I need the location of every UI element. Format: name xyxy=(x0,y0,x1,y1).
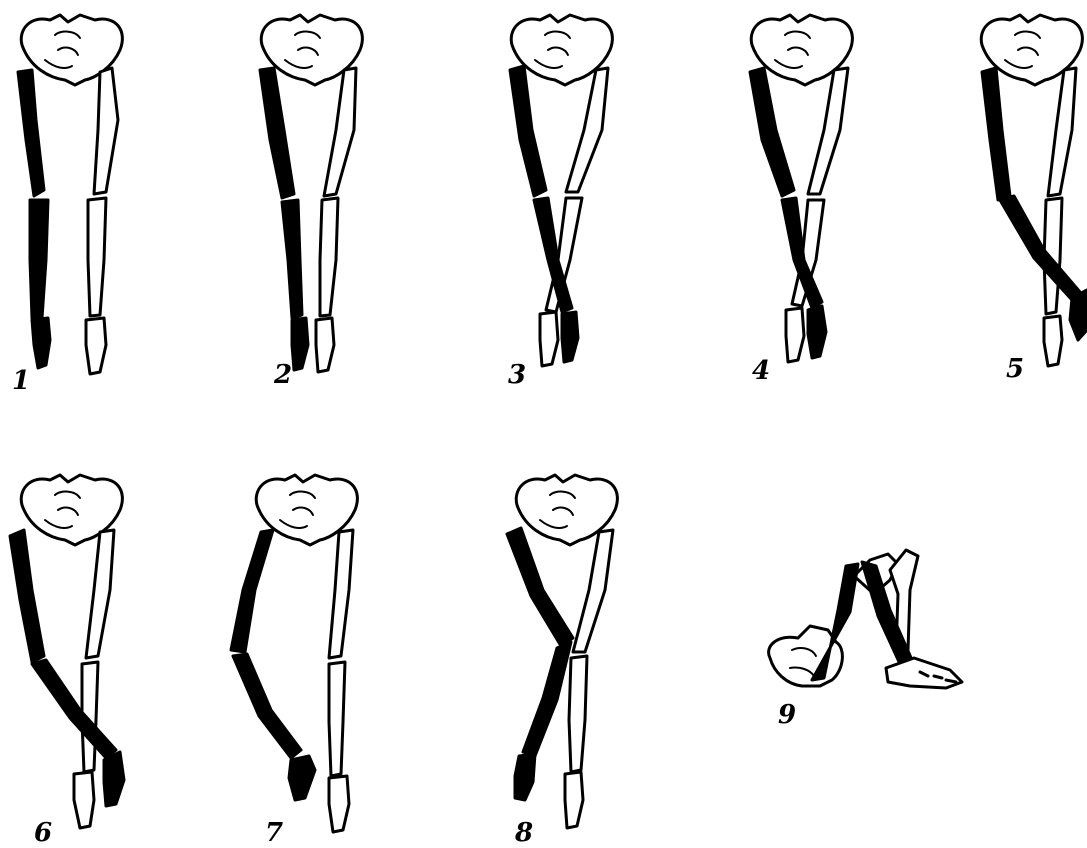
white-foot xyxy=(74,772,94,828)
skeleton-figure-8 xyxy=(495,470,655,843)
black-tibia xyxy=(32,660,116,758)
black-tibia xyxy=(282,200,302,318)
figure-label: 5 xyxy=(1006,356,1024,382)
black-femur xyxy=(507,528,573,646)
skeleton-figure-1 xyxy=(0,0,160,420)
skeleton-figure-7 xyxy=(225,470,385,843)
white-femur xyxy=(329,530,353,658)
black-femur xyxy=(982,68,1010,200)
figure-label: 8 xyxy=(515,820,533,846)
white-femur xyxy=(86,530,114,658)
skeleton-figure-3 xyxy=(490,0,650,420)
black-femur xyxy=(260,68,294,198)
black-tibia xyxy=(30,200,48,318)
white-foot xyxy=(316,318,334,372)
white-tibia xyxy=(569,656,587,772)
black-foot xyxy=(515,754,535,800)
white-femur xyxy=(573,530,613,652)
white-foot xyxy=(540,312,558,366)
black-foot xyxy=(292,318,308,370)
figure-label: 9 xyxy=(778,702,796,728)
black-femur xyxy=(10,530,44,662)
black-foot xyxy=(808,306,826,358)
skeleton-figure-6 xyxy=(0,470,160,843)
white-femur xyxy=(808,68,848,194)
black-femur xyxy=(510,66,546,196)
white-femur xyxy=(1048,68,1076,196)
white-foot xyxy=(786,308,804,362)
black-femur xyxy=(231,530,273,652)
black-femur xyxy=(18,70,44,196)
black-tibia xyxy=(233,654,301,758)
figure-1: 1 xyxy=(0,0,160,420)
white-foot xyxy=(86,318,106,374)
black-tibia xyxy=(523,642,571,756)
figure-label: 3 xyxy=(508,362,526,388)
white-tibia xyxy=(329,662,345,776)
figure-label: 7 xyxy=(265,820,283,846)
figure-label: 2 xyxy=(274,362,292,388)
figure-label: 1 xyxy=(12,368,30,394)
figure-2: 2 xyxy=(240,0,400,420)
figure-8: 8 xyxy=(495,470,655,843)
white-femur xyxy=(324,68,356,196)
figure-9: 9 xyxy=(750,530,990,760)
white-tibia xyxy=(88,198,106,316)
black-foot xyxy=(562,312,578,362)
white-foot xyxy=(1044,316,1062,366)
white-femur xyxy=(94,68,118,194)
white-femur xyxy=(566,68,608,192)
figure-7: 7 xyxy=(225,470,385,843)
black-foot xyxy=(1070,290,1087,340)
black-foot xyxy=(289,756,315,800)
white-foot xyxy=(329,776,349,832)
white-foot xyxy=(565,772,583,828)
figure-4: 4 xyxy=(730,0,890,420)
black-femur xyxy=(750,68,794,196)
figure-label: 4 xyxy=(752,358,770,384)
figure-3: 3 xyxy=(490,0,650,420)
black-foot xyxy=(104,752,124,806)
figure-label: 6 xyxy=(34,820,52,846)
white-tibia xyxy=(320,198,338,316)
black-tibia xyxy=(1000,196,1080,300)
figure-5: 5 xyxy=(960,0,1087,420)
skeleton-figure-2 xyxy=(240,0,400,420)
black-foot xyxy=(32,318,50,368)
figure-6: 6 xyxy=(0,470,160,843)
